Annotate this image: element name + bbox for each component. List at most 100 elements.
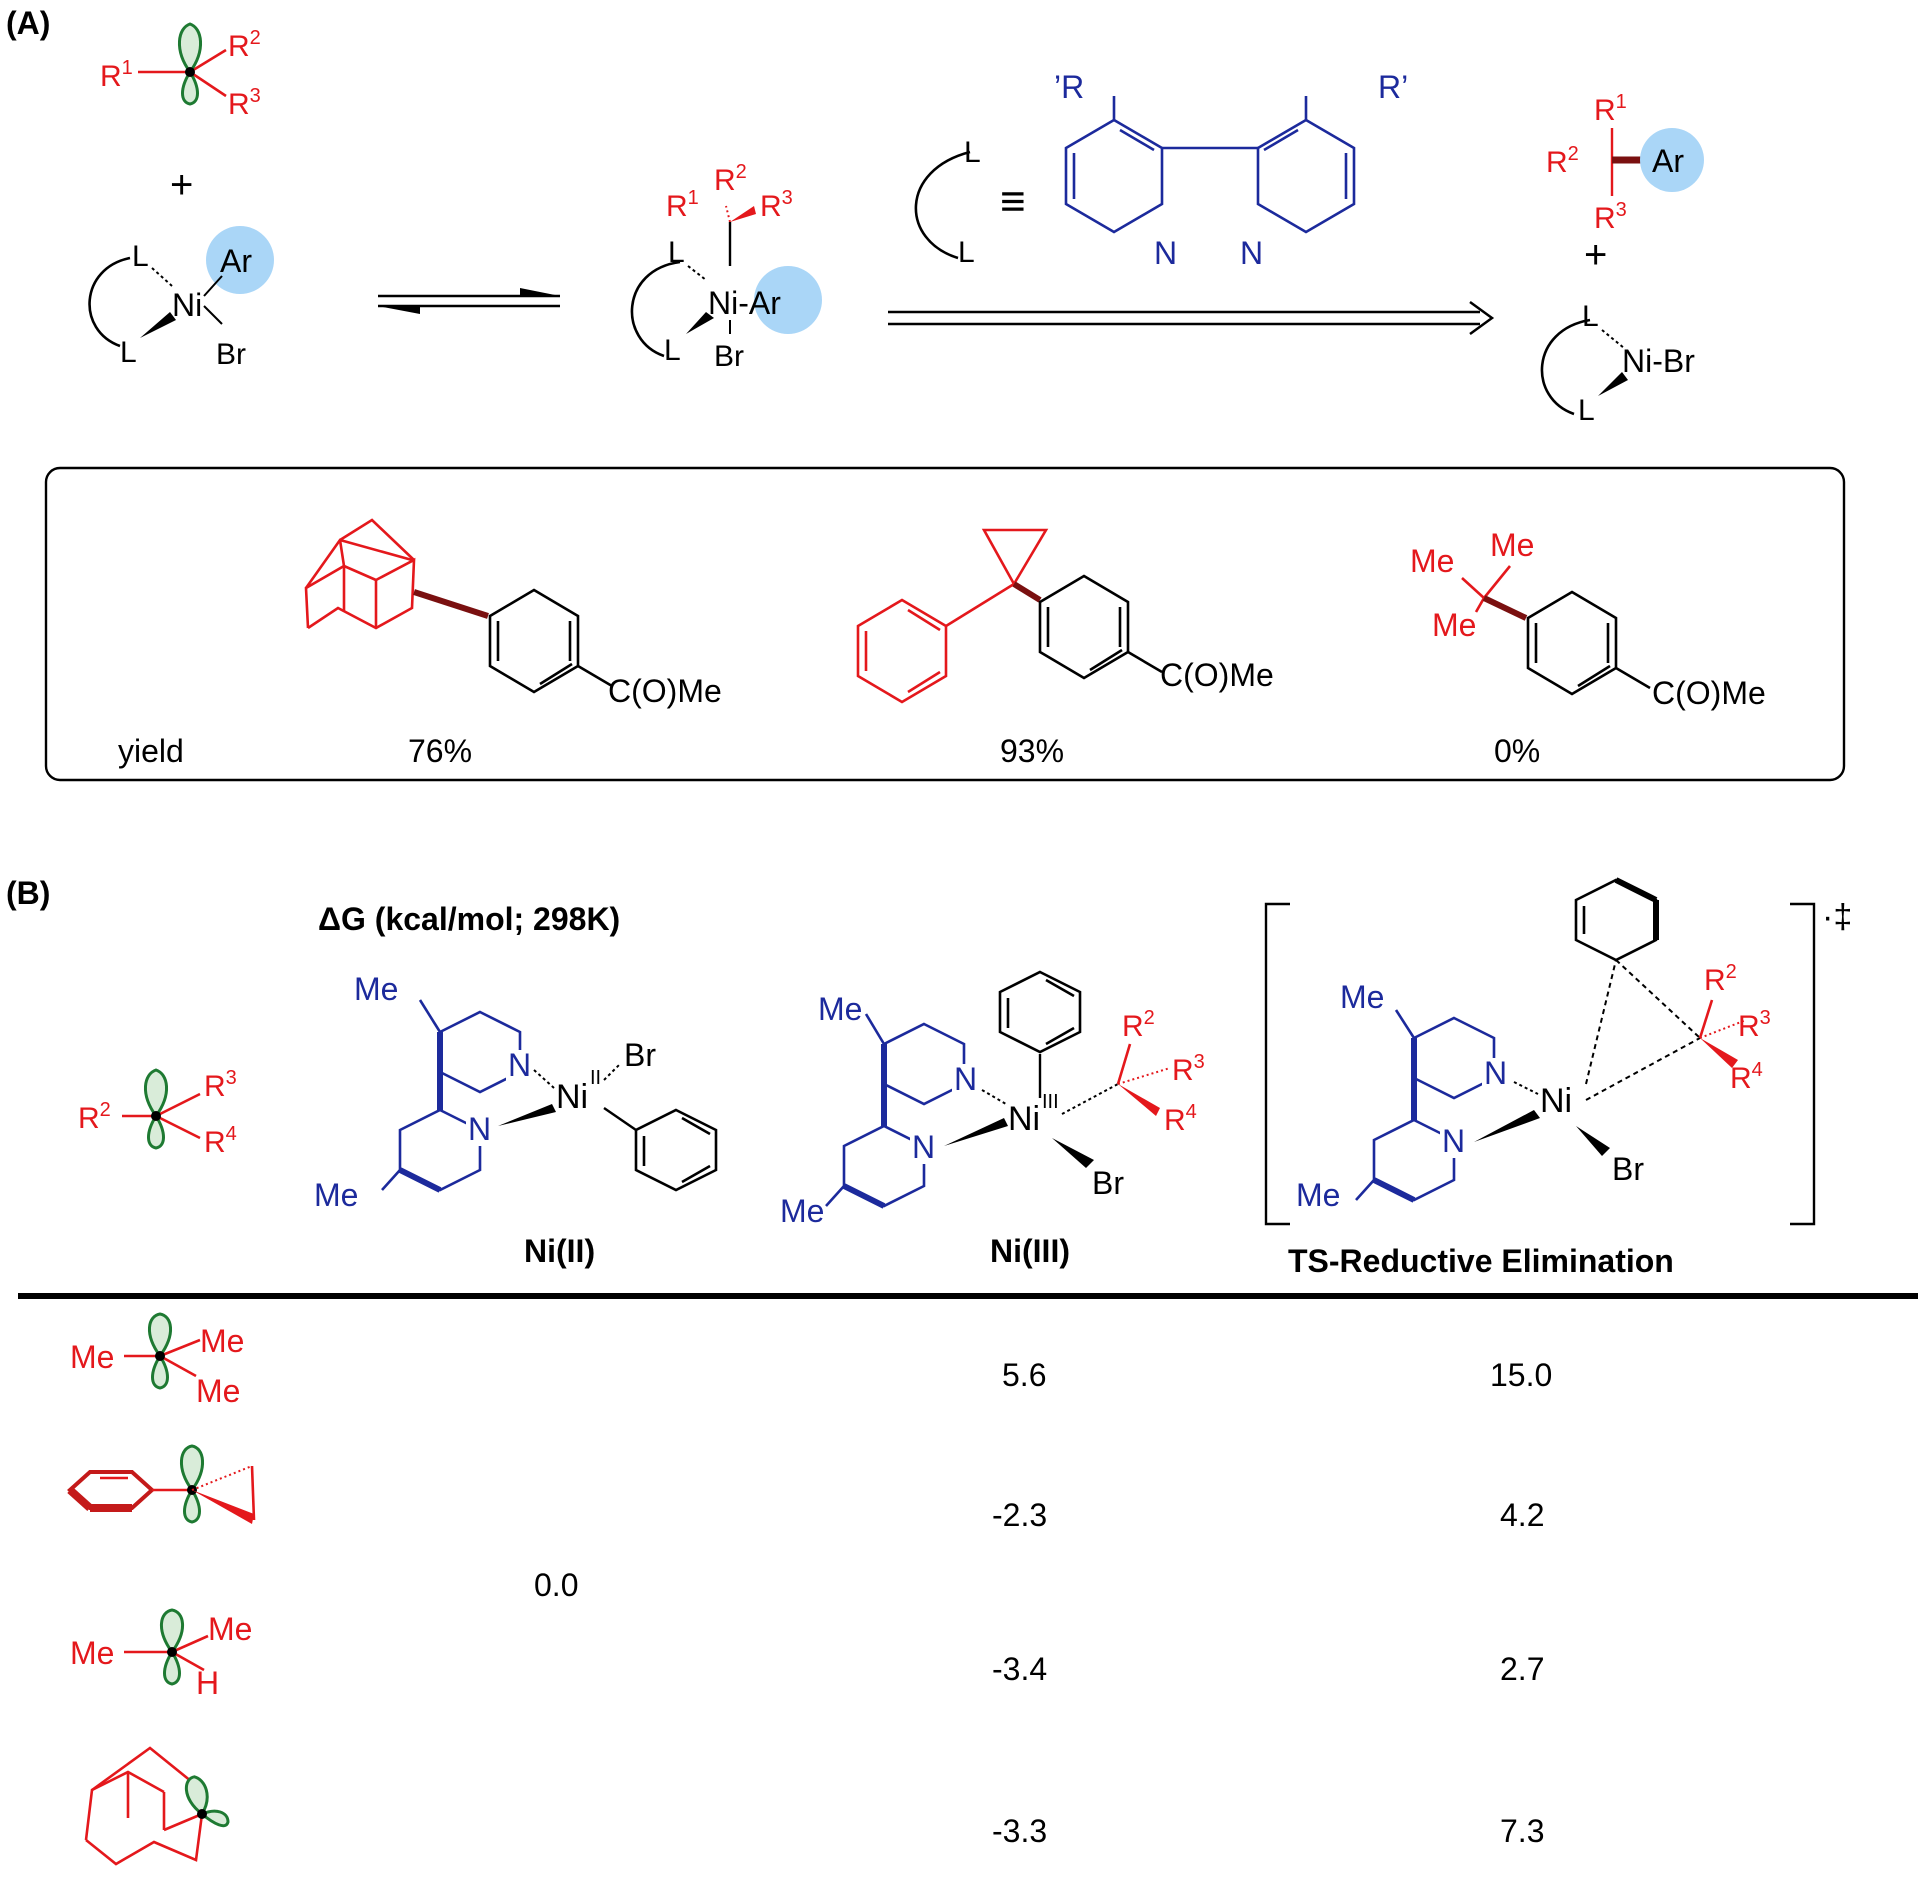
svg-text:N: N: [954, 1061, 977, 1097]
svg-text:R4: R4: [1730, 1059, 1763, 1095]
svg-text:N: N: [912, 1129, 935, 1165]
svg-text:R1: R1: [1594, 91, 1627, 127]
svg-text:L: L: [664, 334, 681, 367]
svg-text:R3: R3: [1172, 1051, 1205, 1087]
svg-text:II: II: [590, 1067, 601, 1089]
svg-text:Ni: Ni: [172, 287, 202, 323]
p-orbital-icon: [144, 1068, 168, 1119]
svg-text:Ar: Ar: [220, 243, 252, 279]
svg-text:R2: R2: [714, 161, 747, 197]
svg-text:R2: R2: [1546, 143, 1579, 179]
svg-text:N: N: [1240, 235, 1263, 271]
svg-text:Me: Me: [70, 1635, 114, 1671]
svg-text:C(O)Me: C(O)Me: [1160, 657, 1274, 693]
svg-text:Me: Me: [196, 1373, 240, 1409]
row-radical-adamantyl: [84, 1746, 230, 1866]
svg-text:Br: Br: [624, 1037, 656, 1073]
svg-text:Me: Me: [208, 1611, 252, 1647]
svg-text:C(O)Me: C(O)Me: [1652, 675, 1766, 711]
svg-text:R2: R2: [1122, 1007, 1155, 1043]
ts-structure: ·‡ N N Me Me Ni R2 R3 R4 Br: [1264, 877, 1852, 1226]
svg-text:Br: Br: [1092, 1165, 1124, 1201]
svg-text:R4: R4: [1164, 1101, 1197, 1137]
svg-text:H: H: [196, 1665, 219, 1701]
svg-text:R1: R1: [100, 57, 133, 93]
svg-text:R4: R4: [204, 1123, 237, 1159]
aryl-highlight: [206, 226, 274, 294]
svg-text:L: L: [120, 336, 137, 369]
ni3-value-phenylcyclopropyl: -2.3: [992, 1497, 1047, 1533]
radical-dot-icon: [185, 67, 195, 77]
column-ni2: Ni(II): [524, 1233, 595, 1269]
svg-text:Ni-Br: Ni-Br: [1622, 343, 1695, 379]
ni3-value-adamantyl: -3.3: [992, 1813, 1047, 1849]
row-radical-tert-butyl: Me Me Me: [70, 1312, 244, 1409]
ni2-structure: N N Me Me Ni II Br: [314, 971, 718, 1213]
ts-value-tert-butyl: 15.0: [1490, 1357, 1552, 1393]
svg-text:L: L: [958, 236, 975, 269]
svg-text:C(O)Me: C(O)Me: [608, 673, 722, 709]
svg-text:N: N: [1484, 1055, 1507, 1091]
ts-value-phenylcyclopropyl: 4.2: [1500, 1497, 1544, 1533]
ni3-structure: N N Me Me Ni III Br R2 R3 R4: [780, 970, 1205, 1229]
p-orbital-icon: [178, 22, 202, 75]
yield-label: yield: [118, 733, 184, 769]
yield-adamantyl: 76%: [408, 733, 472, 769]
ligand-definition: L L ≡ N N ’R R’: [914, 69, 1408, 272]
phenylcyclopropyl-arene: C(O)Me: [856, 528, 1274, 704]
tert-butyl-arene: Me Me Me C(O)Me: [1410, 527, 1766, 711]
svg-text:’R: ’R: [1054, 69, 1084, 105]
svg-text:L: L: [132, 240, 149, 273]
svg-text:L: L: [668, 236, 685, 269]
aryl-highlight: [754, 266, 822, 334]
ni3-intermediate-a: R1 R2 R3 L L Ni-Ar Br: [630, 161, 822, 373]
svg-text:N: N: [1442, 1123, 1465, 1159]
svg-text:R1: R1: [666, 187, 699, 223]
ni3-value-isopropyl: -3.4: [992, 1651, 1047, 1687]
yield-phenylcyclopropyl: 93%: [1000, 733, 1064, 769]
ni1-product: L L Ni-Br: [1540, 300, 1695, 427]
svg-text:R3: R3: [760, 187, 793, 223]
reaction-arrow: [888, 300, 1495, 336]
svg-text:Ni: Ni: [1540, 1082, 1572, 1120]
radical-general: R1 R2 R3: [100, 22, 261, 121]
svg-text:N: N: [508, 1047, 531, 1083]
svg-text:R3: R3: [204, 1067, 237, 1103]
svg-text:Ar: Ar: [1652, 143, 1684, 179]
svg-text:Ni-Ar: Ni-Ar: [708, 285, 781, 321]
svg-text:L: L: [1582, 300, 1599, 333]
row-radical-phenylcyclopropyl: [67, 1444, 256, 1524]
svg-text:Br: Br: [1612, 1151, 1644, 1187]
svg-text:Me: Me: [1410, 543, 1454, 579]
ni2-complex-a: L L Ni Ar Br: [88, 226, 274, 371]
svg-text:N: N: [468, 1111, 491, 1147]
svg-text:Me: Me: [780, 1193, 824, 1229]
svg-text:R3: R3: [1738, 1007, 1771, 1043]
svg-text:R3: R3: [1594, 199, 1627, 235]
svg-text:Br: Br: [216, 338, 246, 371]
svg-text:R2: R2: [78, 1099, 111, 1135]
svg-text:Me: Me: [314, 1177, 358, 1213]
ni3-value-tert-butyl: 5.6: [1002, 1357, 1046, 1393]
adamantyl-arene: C(O)Me: [304, 518, 722, 709]
ts-value-isopropyl: 2.7: [1500, 1651, 1544, 1687]
svg-text:Ni: Ni: [556, 1078, 588, 1116]
svg-text:III: III: [1042, 1091, 1059, 1113]
panel-b-label: (B): [6, 875, 50, 911]
svg-text:R3: R3: [228, 85, 261, 121]
panel-a-label: (A): [6, 5, 50, 41]
plus-sign: +: [170, 163, 193, 207]
p-orbital-lobe-icon: [147, 1113, 165, 1150]
column-ni3: Ni(III): [990, 1233, 1070, 1269]
svg-text:Me: Me: [1490, 527, 1534, 563]
yields-box: [44, 466, 1846, 782]
svg-text:R2: R2: [1704, 961, 1737, 997]
aryl-highlight: [1640, 128, 1704, 192]
ni2-value: 0.0: [534, 1567, 578, 1603]
svg-text:L: L: [1578, 394, 1595, 427]
svg-text:Me: Me: [200, 1323, 244, 1359]
svg-text:R2: R2: [228, 27, 261, 63]
svg-text:≡: ≡: [1000, 177, 1026, 226]
